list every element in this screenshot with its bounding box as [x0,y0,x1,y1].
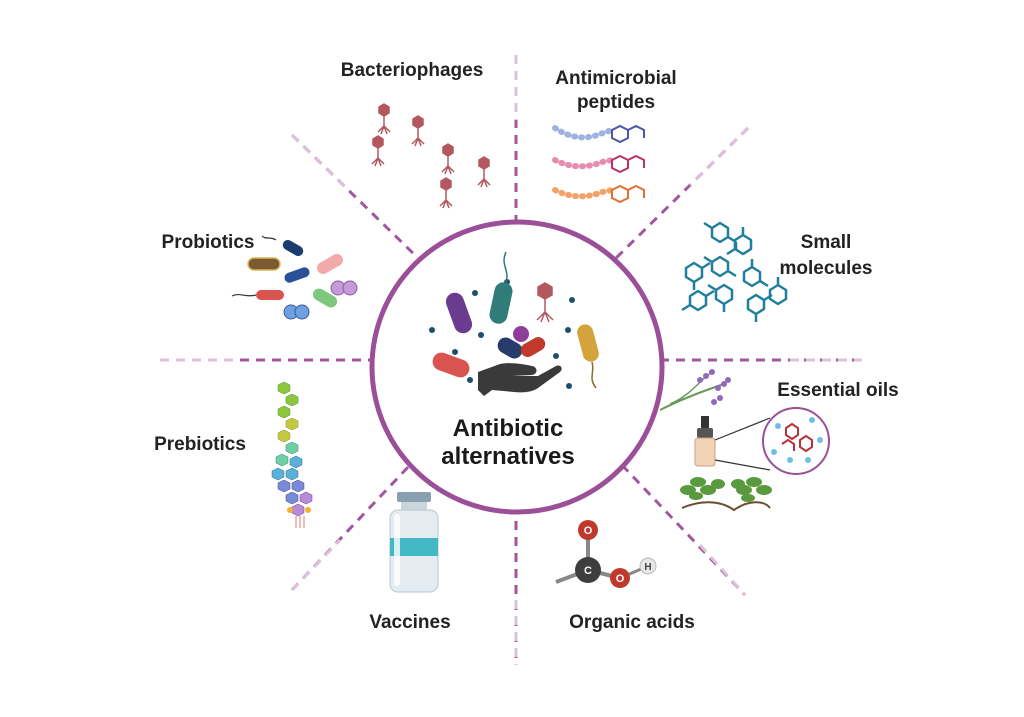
center-title-line1: Antibiotic [453,415,564,442]
peptide-chain-orange [552,184,645,204]
oxygen-atom-top-label: O [584,525,593,537]
label-organic-acids: Organic acids [569,612,695,633]
probiotic-blue-rod [284,267,310,283]
label-amp-line1: Antimicrobial [555,68,676,89]
center-dots [429,279,575,389]
center-title-line2: alternatives [441,443,574,470]
label-prebiotics: Prebiotics [154,434,246,455]
yellow-bacterium [577,324,599,362]
small-molecules-icon [681,221,788,322]
label-essential-oils: Essential oils [777,380,898,401]
divider-top-left [290,133,422,262]
oxygen-atom-top [578,520,598,540]
probiotic-purple-cocci [330,280,358,296]
hydrogen-atom [639,557,657,575]
label-amp-line2: peptides [577,92,655,113]
oxygen-atom-right [610,568,630,588]
divider-bottom-left [290,463,412,592]
capsule-red [520,337,546,357]
hydrogen-atom-label: H [644,562,651,573]
probiotic-navy-rod [282,240,304,256]
carbon-atom [575,557,601,583]
probiotic-green-rod [312,288,338,308]
probiotic-blue-cocci [283,304,310,320]
hand-icon [478,363,562,396]
probiotics-icon [231,235,358,320]
teal-flagellum [503,251,508,283]
vaccine-vial-icon [389,492,439,593]
divider-top-right [610,126,750,264]
center-phage [536,282,554,323]
prebiotics-chain-icon [271,381,313,528]
peptide-chain-pink [552,154,645,174]
essential-oils-icon [659,369,830,512]
center-illustration [429,251,599,396]
peptide-chain-blue [552,124,645,144]
probiotic-brown-rod [247,257,281,271]
red-bacterium [432,352,470,378]
oil-bottle-icon [694,416,716,467]
organic-acid-molecule-icon: O C O H [555,520,657,588]
label-small-line1: Small [801,232,852,253]
divider-lines [160,55,862,665]
lavender-icon [659,369,731,411]
divider-bottom-left-fade [290,538,342,592]
antimicrobial-peptides-icon [552,124,645,204]
label-vaccines: Vaccines [369,612,450,633]
divider-bottom-right-fade [698,543,747,597]
divider-top-left-fade [290,133,347,189]
label-probiotics: Probiotics [162,232,255,253]
probiotic-pink-rod [317,254,343,274]
divider-top-right-fade [688,126,750,187]
purple-bacterium [445,292,473,334]
oil-molecules [771,417,823,463]
label-bacteriophages: Bacteriophages [341,60,484,81]
yellow-flagellum [591,361,597,389]
label-small-line2: molecules [780,258,873,279]
bacteriophages-icon [371,103,491,209]
herb-plants-icon [680,477,772,512]
teal-bacterium [489,282,513,324]
oxygen-atom-right-label: O [616,573,625,585]
capsule-blue [497,337,523,359]
carbon-atom-label: C [584,565,592,577]
pill-disc [513,326,529,342]
probiotic-red-rod [256,290,284,300]
